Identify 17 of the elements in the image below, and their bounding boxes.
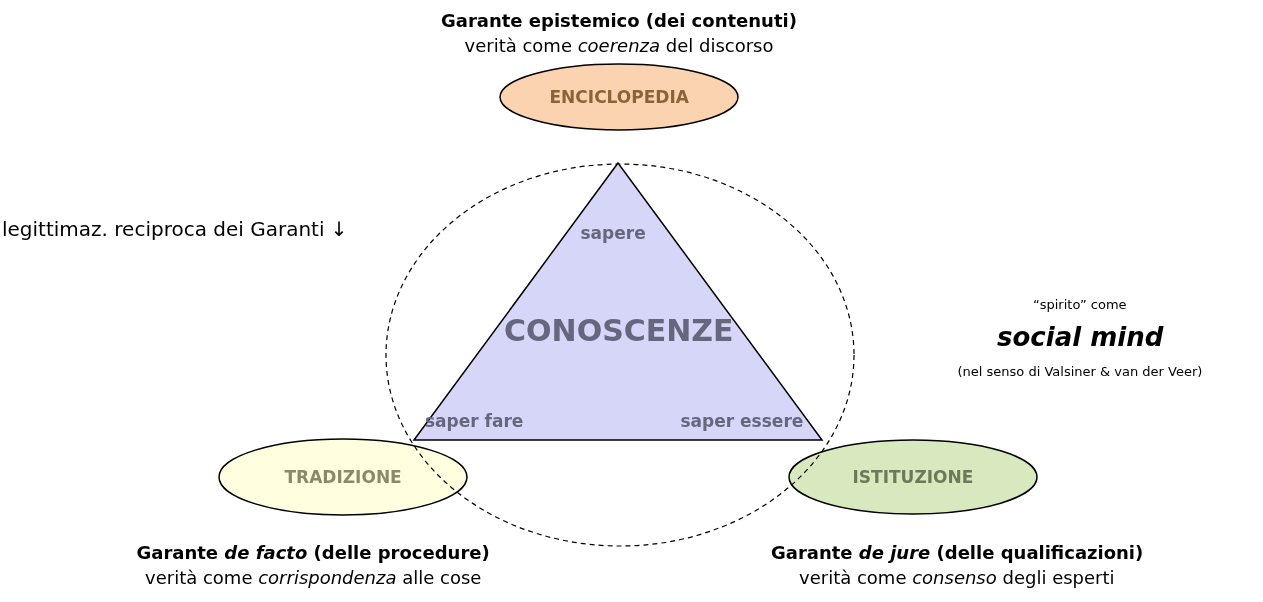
node-label: sapere [580,223,646,243]
caption-text: verità come corrispondenza alle cose [145,567,482,588]
heading-text: Garante epistemico (dei contenuti) [441,10,797,31]
node-label: TRADIZIONE [284,467,402,487]
node-label: ISTITUZIONE [852,467,974,487]
node-label: saper fare [425,411,524,431]
title-label: CONOSCENZE [504,313,734,348]
heading-text: Garante de facto (delle procedure) [136,542,490,563]
node-label: saper essere [680,411,804,431]
caption-text: verità come consenso degli esperti [799,567,1115,588]
caption-text: verità come coerenza del discorso [464,35,774,56]
heading-text: Garante de jure (delle qualificazioni) [771,542,1144,563]
note-text: (nel senso di Valsiner & van der Veer) [957,364,1203,379]
emphasis-text: social mind [997,322,1164,352]
node-label: ENCICLOPEDIA [549,87,689,107]
note-text: “spirito” come [1033,297,1127,312]
note-text: legittimaz. reciproca dei Garanti ↓ [2,217,348,241]
